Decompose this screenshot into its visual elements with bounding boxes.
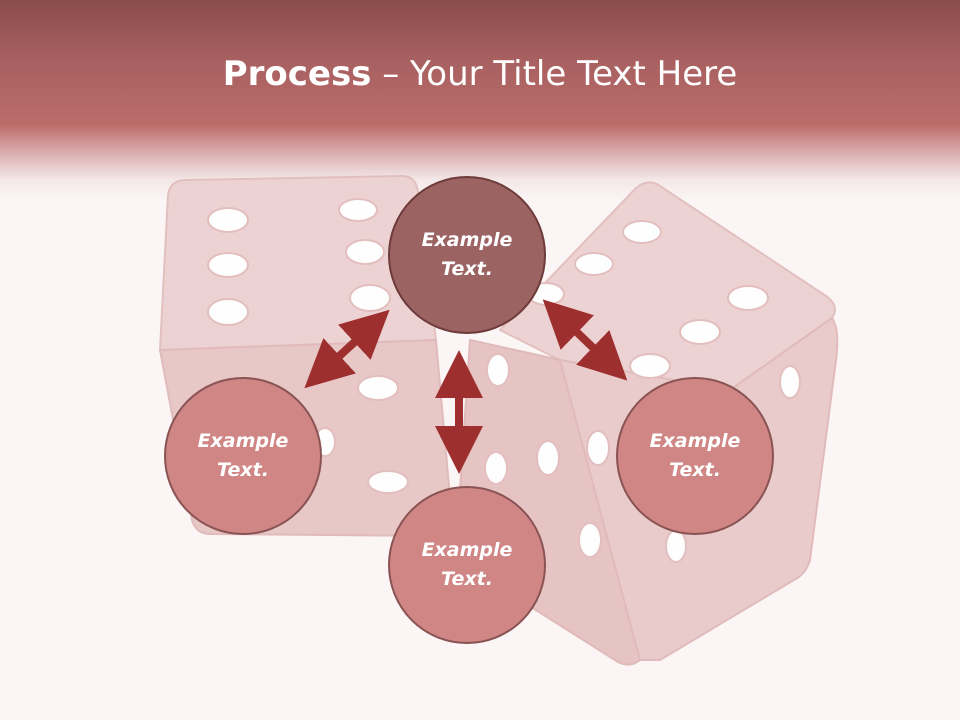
circle-right-line1: Example xyxy=(649,430,741,452)
arrow-top-left xyxy=(304,309,390,389)
title-bold: Process xyxy=(222,54,372,94)
header-band xyxy=(0,0,960,200)
slide-title[interactable]: Process – Your Title Text Here xyxy=(0,52,960,96)
process-circle-bottom[interactable]: Example Text. xyxy=(388,486,546,644)
arrow-top-right xyxy=(542,299,628,381)
process-circle-top[interactable]: Example Text. xyxy=(388,176,546,334)
process-circle-right[interactable]: Example Text. xyxy=(616,377,774,535)
circle-bottom-line2: Text. xyxy=(441,568,493,590)
process-circle-left[interactable]: Example Text. xyxy=(164,377,322,535)
circle-left-line1: Example xyxy=(197,430,289,452)
title-rest: – Your Title Text Here xyxy=(371,54,738,94)
circle-top-line2: Text. xyxy=(441,258,493,280)
circle-top-line1: Example xyxy=(421,229,513,251)
circle-bottom-line1: Example xyxy=(421,539,513,561)
circle-left-line2: Text. xyxy=(217,459,269,481)
circle-right-line2: Text. xyxy=(669,459,721,481)
